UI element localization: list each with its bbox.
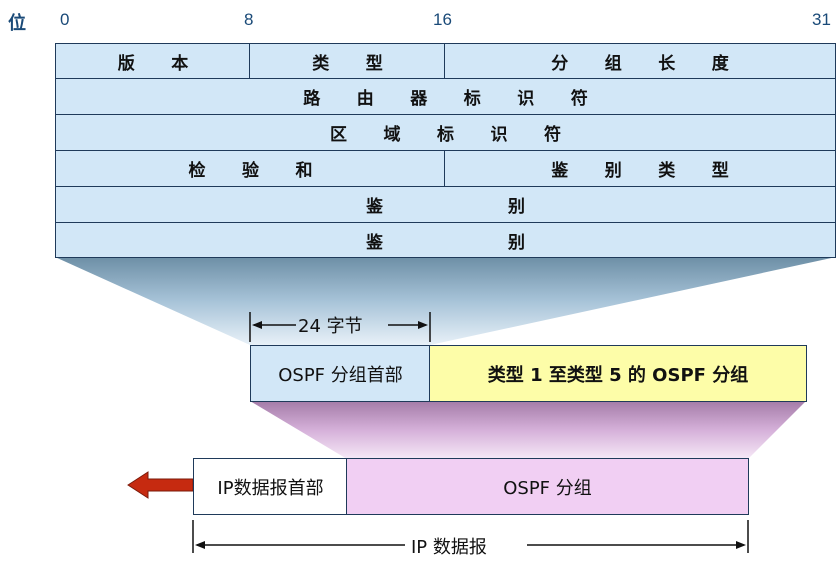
zoom-trapezoid-header <box>55 257 836 345</box>
field-version: 版 本 <box>55 43 251 79</box>
field-router-id: 路 由 器 标 识 符 <box>55 78 836 115</box>
zoom-trapezoid-ospf <box>250 401 806 459</box>
field-area-id: 区 域 标 识 符 <box>55 114 836 151</box>
ip-span-line <box>192 520 749 553</box>
field-authentication-1: 鉴 别 <box>55 186 836 223</box>
bit-tick-31: 31 <box>812 10 831 29</box>
byte-span-label: 24 字节 <box>298 316 363 337</box>
bit-tick-16: 16 <box>433 10 452 29</box>
ip-span-label: IP 数据报 <box>411 537 487 558</box>
bit-axis-label: 位 <box>8 13 26 34</box>
ip-body-box: OSPF 分组 <box>346 458 749 515</box>
field-authentication-2: 鉴 别 <box>55 222 836 258</box>
bit-tick-0: 0 <box>60 10 70 29</box>
direction-arrow-icon <box>127 471 194 499</box>
ospf-header-box: OSPF 分组首部 <box>250 345 431 402</box>
field-type: 类 型 <box>249 43 446 79</box>
field-packet-length: 分 组 长 度 <box>444 43 836 79</box>
byte-span-line <box>249 312 431 342</box>
field-auth-type: 鉴 别 类 型 <box>444 150 836 187</box>
ip-header-box: IP数据报首部 <box>193 458 348 515</box>
ospf-body-box: 类型 1 至类型 5 的 OSPF 分组 <box>429 345 807 402</box>
field-checksum: 检 验 和 <box>55 150 446 187</box>
bit-tick-8: 8 <box>244 10 254 29</box>
